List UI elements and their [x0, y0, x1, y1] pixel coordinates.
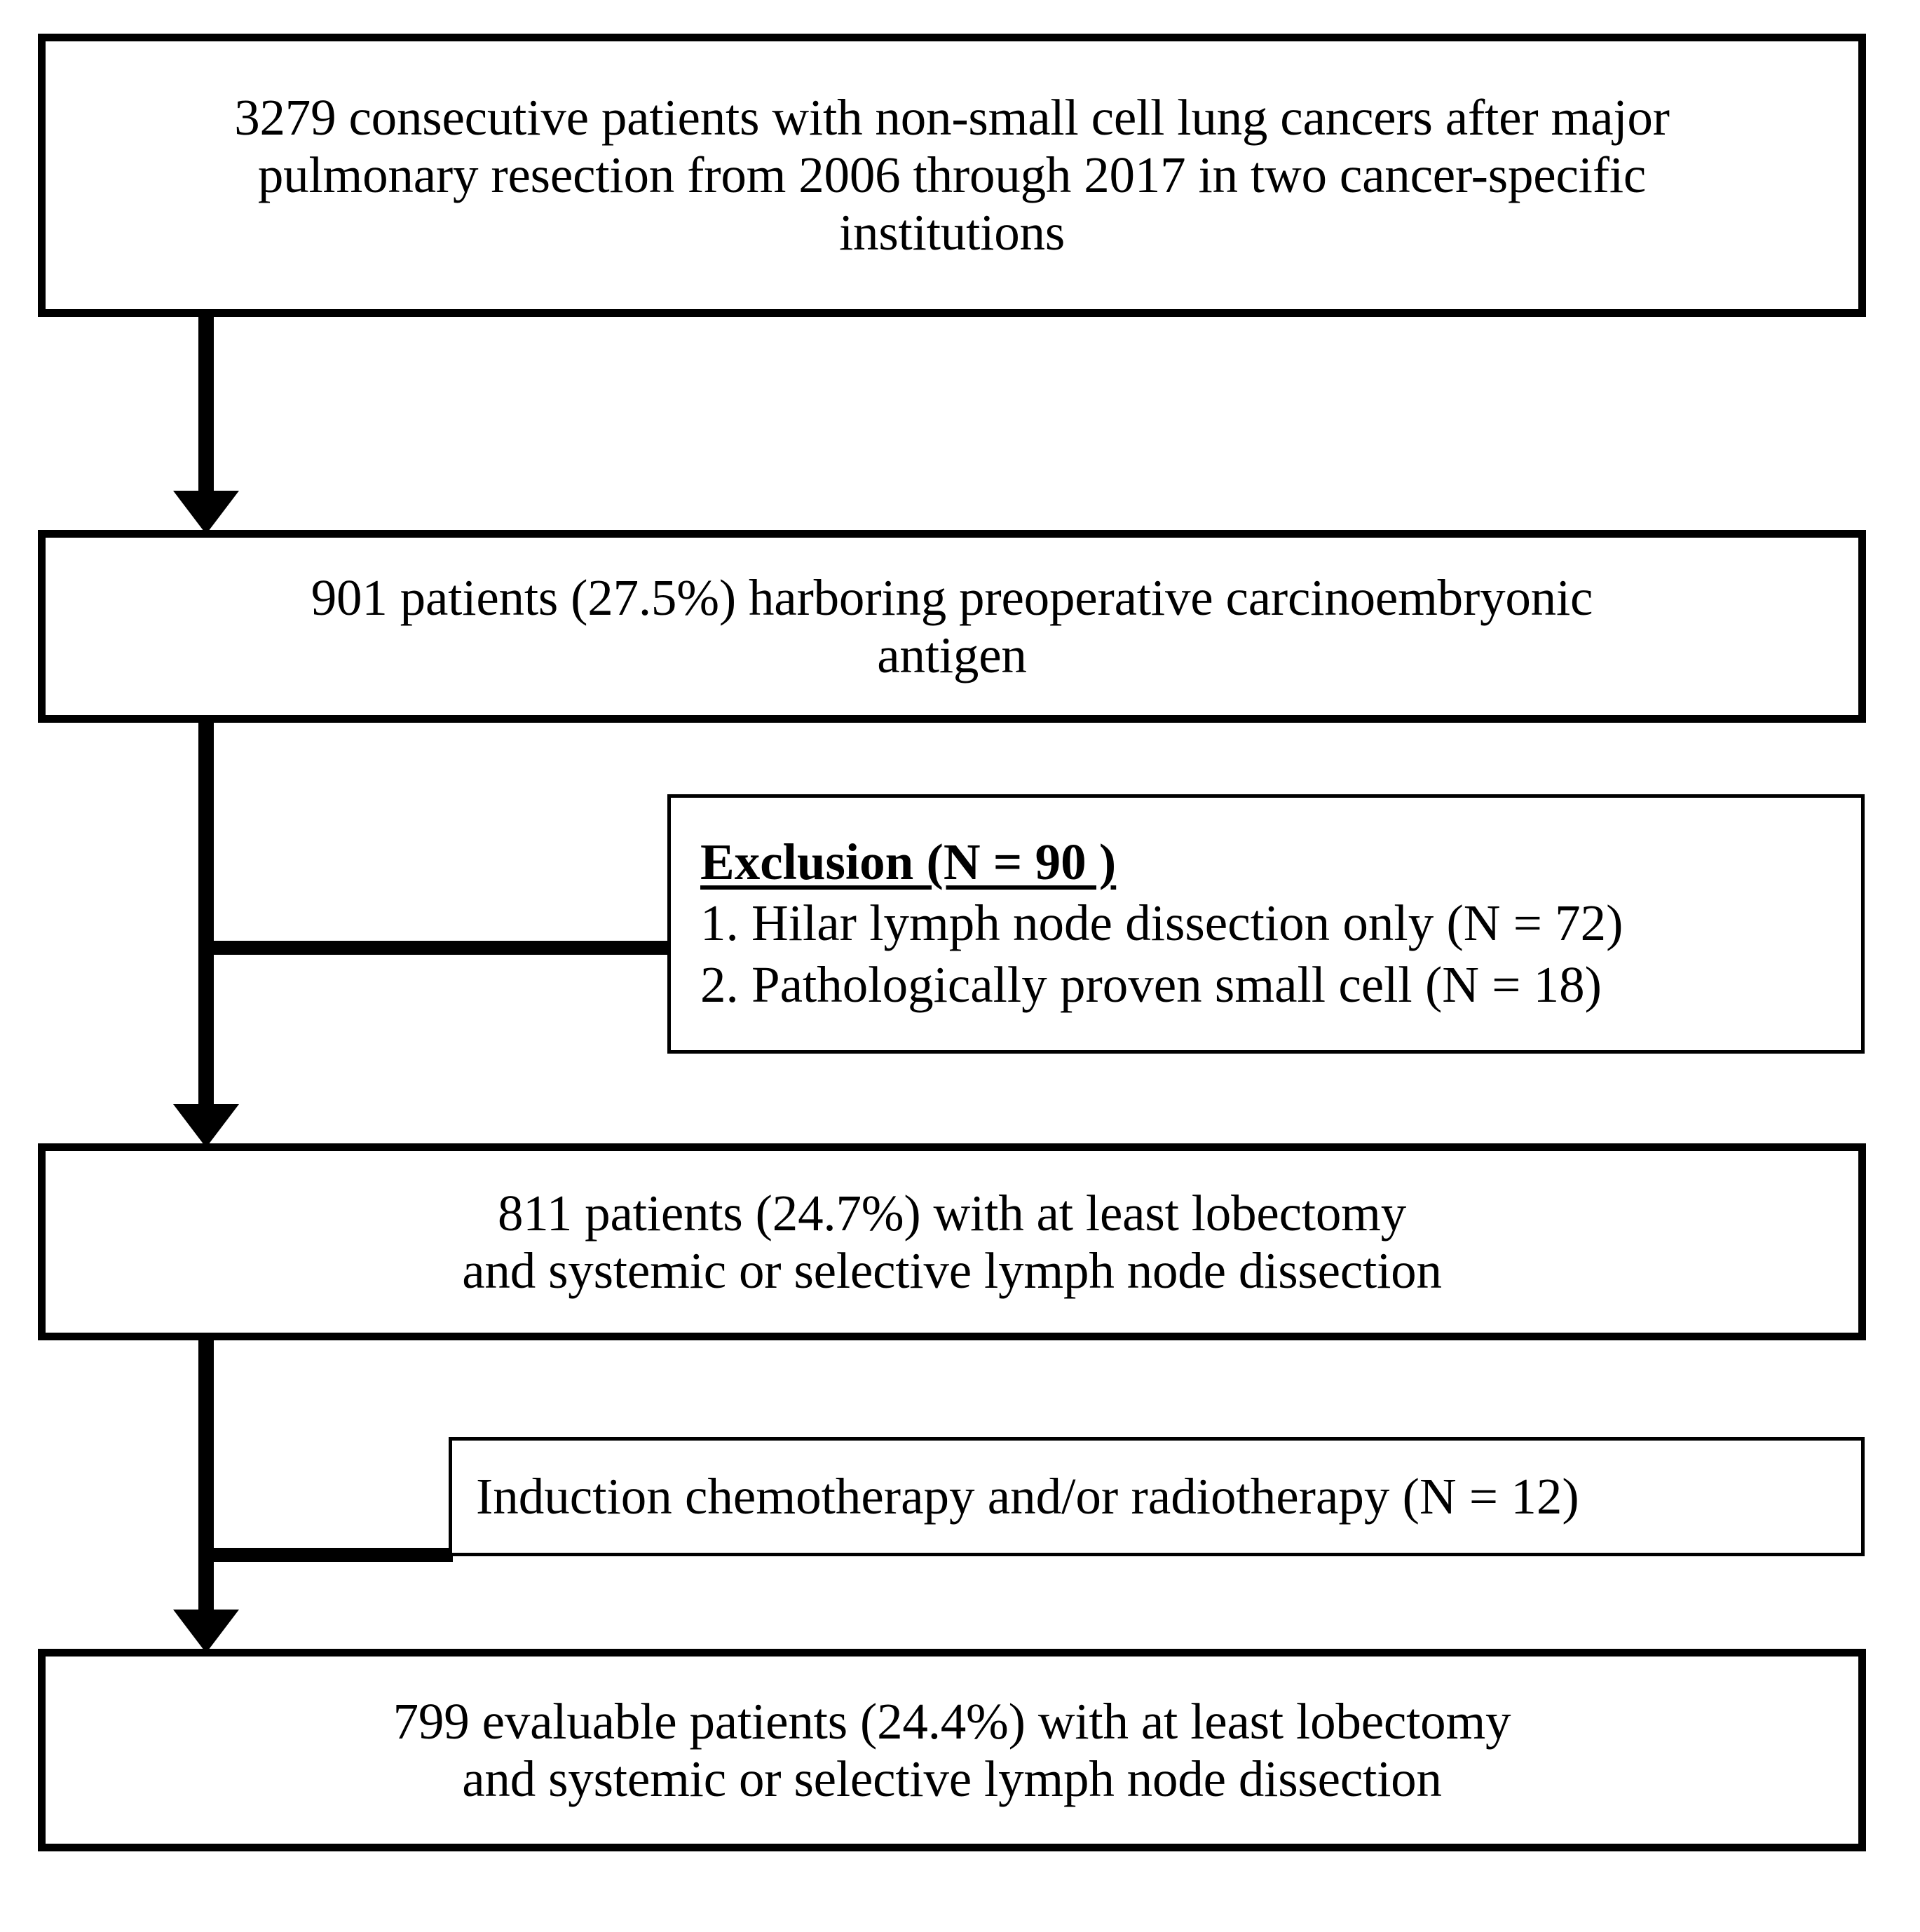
arrowhead-lobectomy-to-evaluable	[173, 1610, 239, 1653]
lobectomy-box-text: 811 patients (24.7%) with at least lobec…	[462, 1184, 1442, 1299]
induction-box: Induction chemotherapy and/or radiothera…	[449, 1437, 1865, 1556]
arrowhead-cea-to-lobectomy	[173, 1104, 239, 1148]
induction-box-text: Induction chemotherapy and/or radiothera…	[476, 1467, 1579, 1525]
cohort-box: 3279 consecutive patients with non-small…	[38, 34, 1866, 317]
cea-box: 901 patients (27.5%) harboring preoperat…	[38, 530, 1866, 723]
exclusion-item-2: 2. Pathologically proven small cell (N =…	[700, 956, 1602, 1014]
exclusion-item-1: 1. Hilar lymph node dissection only (N =…	[700, 894, 1623, 952]
connector-branch-to-induction	[206, 1548, 453, 1562]
connector-cohort-to-cea-stem	[198, 317, 214, 496]
exclusion-box: Exclusion (N = 90 ) 1. Hilar lymph node …	[667, 794, 1865, 1054]
connector-cea-to-lobectomy-stem	[198, 723, 214, 1110]
exclusion-content: Exclusion (N = 90 ) 1. Hilar lymph node …	[671, 832, 1623, 1015]
lobectomy-box: 811 patients (24.7%) with at least lobec…	[38, 1143, 1866, 1340]
arrowhead-cohort-to-cea	[173, 491, 239, 534]
connector-branch-to-exclusion	[206, 941, 672, 955]
cea-box-text: 901 patients (27.5%) harboring preoperat…	[311, 569, 1593, 683]
cohort-box-text: 3279 consecutive patients with non-small…	[234, 89, 1670, 261]
evaluable-box-text: 799 evaluable patients (24.4%) with at l…	[393, 1692, 1511, 1807]
exclusion-title: Exclusion (N = 90 )	[700, 834, 1117, 891]
connector-lobectomy-to-evaluable-stem	[198, 1340, 214, 1615]
evaluable-box: 799 evaluable patients (24.4%) with at l…	[38, 1649, 1866, 1851]
